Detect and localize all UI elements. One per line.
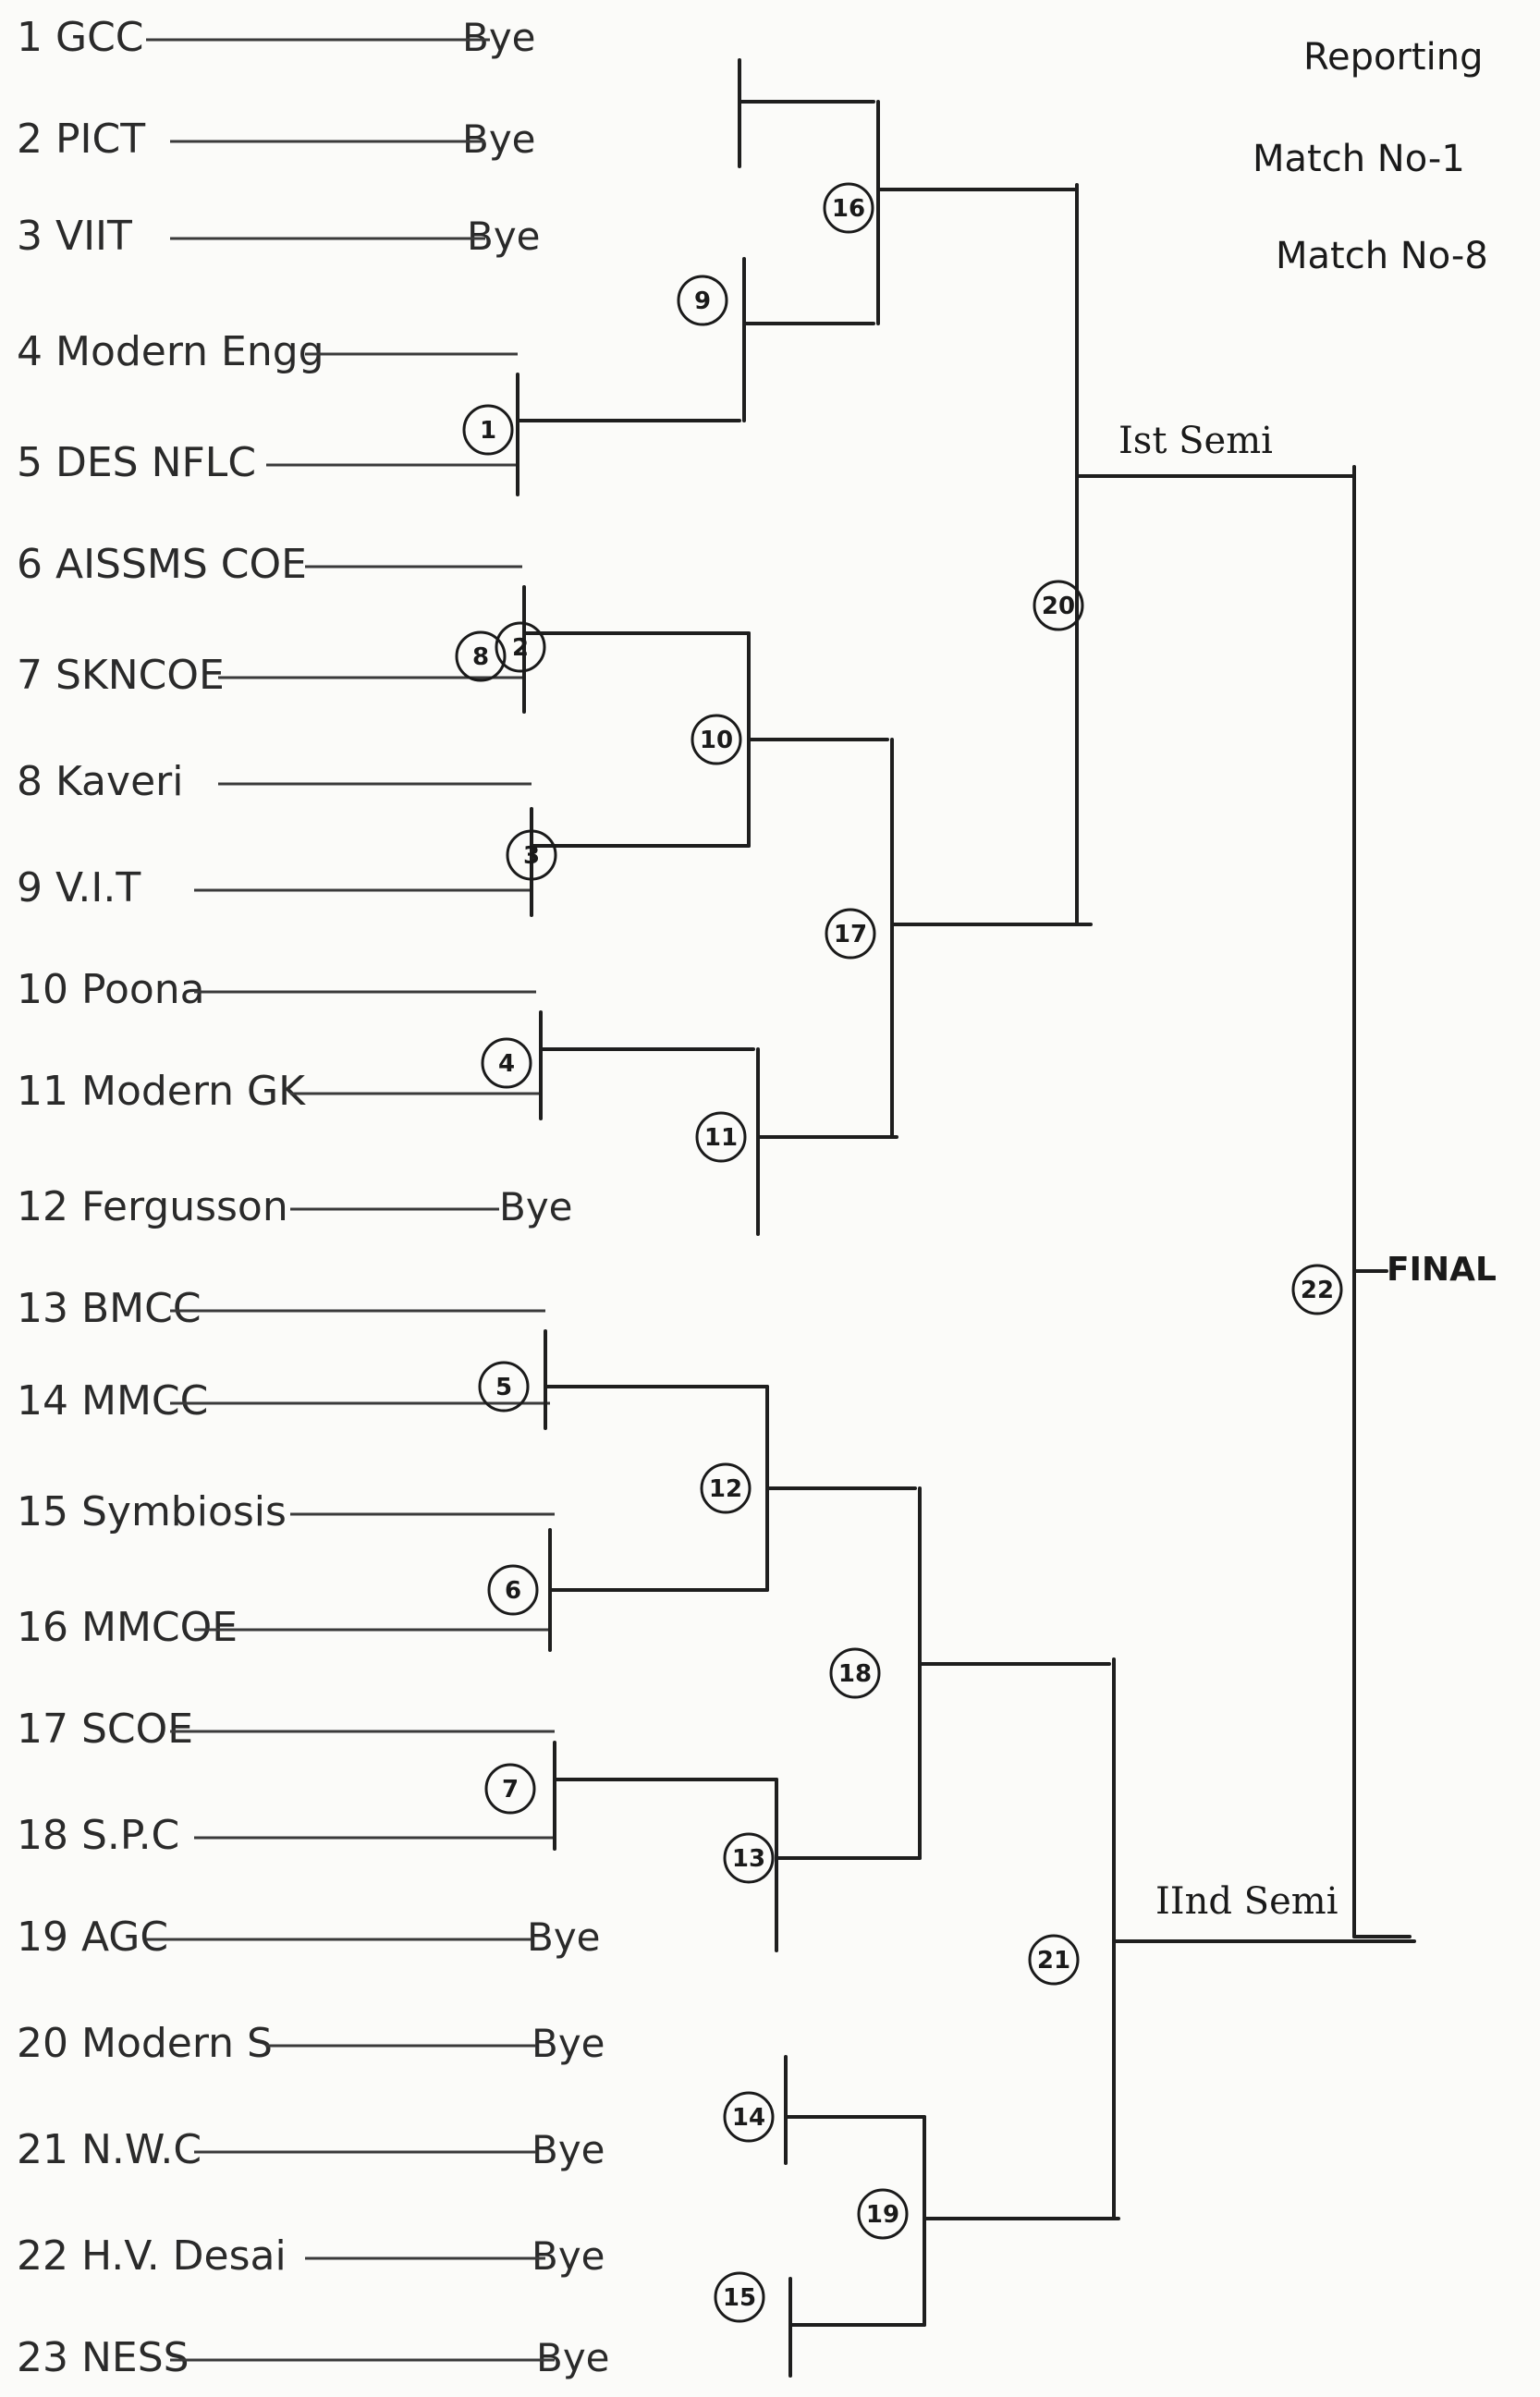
match-circle xyxy=(1028,1934,1080,1986)
bye-label: Bye xyxy=(532,2127,605,2172)
team-label: 5 DES NFLC xyxy=(17,439,256,486)
match-circle xyxy=(829,1647,881,1699)
match-number: 5 xyxy=(495,1374,512,1401)
team-label: 9 V.I.T xyxy=(17,864,141,911)
match-circle xyxy=(495,621,546,673)
match-circle xyxy=(506,829,557,881)
match-number: 11 xyxy=(704,1124,738,1152)
match-circle xyxy=(478,1361,530,1413)
team-label: 14 MMCC xyxy=(17,1377,208,1425)
team-label: 17 SCOE xyxy=(17,1706,193,1753)
match-number: 12 xyxy=(709,1475,742,1503)
team-label: 23 NESS xyxy=(17,2334,189,2381)
team-label: 16 MMCOE xyxy=(17,1604,238,1651)
team-label: 11 Modern GK xyxy=(17,1068,306,1115)
match-circle xyxy=(695,1111,747,1163)
match-circle xyxy=(723,2091,775,2143)
match-number: 2 xyxy=(512,634,529,662)
match-number: 7 xyxy=(502,1776,519,1804)
match-circle xyxy=(481,1037,532,1089)
bracket-lines xyxy=(146,38,1416,2378)
team-label: 1 GCC xyxy=(17,14,144,61)
match-number: 15 xyxy=(723,2284,756,2312)
match-number: 16 xyxy=(832,195,865,223)
match-circle xyxy=(484,1763,536,1815)
team-label: 13 BMCC xyxy=(17,1285,202,1332)
match-number: 18 xyxy=(838,1660,872,1688)
team-list: 1 GCC 2 PICT 3 VIIT 4 Modern Engg 5 DES NFLC… xyxy=(17,14,324,2381)
bye-label: Bye xyxy=(532,2233,605,2279)
match-number: 9 xyxy=(694,287,711,315)
match-number: 14 xyxy=(732,2104,765,2132)
match-circle xyxy=(1291,1264,1343,1315)
match-number: 6 xyxy=(505,1577,521,1605)
team-label: 22 H.V. Desai xyxy=(17,2232,287,2280)
match-circle xyxy=(700,1462,752,1514)
match-number: 8 xyxy=(472,643,489,671)
bye-label: Bye xyxy=(499,1184,573,1229)
match-number: 13 xyxy=(732,1845,765,1873)
team-label: 19 AGC xyxy=(17,1914,168,1961)
match-circle xyxy=(823,182,874,234)
match-number: 21 xyxy=(1037,1947,1070,1975)
match-number: 17 xyxy=(834,921,867,948)
semi-final-2-label: IInd Semi xyxy=(1155,1880,1338,1923)
match-circle xyxy=(1033,580,1084,631)
bye-label: Bye xyxy=(462,116,536,162)
bye-label: Bye xyxy=(467,214,541,259)
match-number: 4 xyxy=(498,1050,515,1078)
match-circle xyxy=(691,714,742,765)
team-label: 8 Kaveri xyxy=(17,758,183,805)
match-circle xyxy=(455,630,507,682)
team-label: 10 Poona xyxy=(17,966,205,1013)
header-note-match-8: Match No-8 xyxy=(1276,235,1488,277)
match-circle xyxy=(462,404,514,456)
team-label: 15 Symbiosis xyxy=(17,1488,287,1535)
team-label: 20 Modern S xyxy=(17,2020,273,2067)
match-circle xyxy=(857,2188,909,2240)
match-circle xyxy=(487,1564,539,1616)
match-number: 19 xyxy=(866,2201,899,2229)
team-label: 12 Fergusson xyxy=(17,1183,288,1230)
team-label: 6 AISSMS COE xyxy=(17,541,307,588)
bye-label: Bye xyxy=(536,2335,610,2380)
header-note-match-1: Match No-1 xyxy=(1253,138,1465,180)
bye-label: Bye xyxy=(532,2021,605,2066)
match-circle xyxy=(714,2271,765,2323)
team-label: 7 SKNCOE xyxy=(17,652,225,699)
team-label: 18 S.P.C xyxy=(17,1812,179,1859)
team-label: 2 PICT xyxy=(17,116,145,163)
team-label: 21 N.W.C xyxy=(17,2126,202,2173)
match-circle xyxy=(723,1832,775,1884)
match-number: 22 xyxy=(1301,1277,1334,1304)
match-number: 3 xyxy=(523,842,540,870)
bye-label: Bye xyxy=(527,1914,601,1960)
team-label: 3 VIIT xyxy=(17,213,132,260)
final-label: FINAL xyxy=(1387,1251,1497,1289)
semi-final-1-label: Ist Semi xyxy=(1118,420,1273,462)
header-note-reporting: Reporting xyxy=(1303,36,1483,79)
team-label: 4 Modern Engg xyxy=(17,328,324,375)
bye-label: Bye xyxy=(462,15,536,60)
match-number: 20 xyxy=(1042,593,1075,620)
match-number: 10 xyxy=(700,727,733,754)
match-number: 1 xyxy=(480,417,496,445)
match-circle xyxy=(677,275,728,326)
match-circle xyxy=(825,908,876,960)
